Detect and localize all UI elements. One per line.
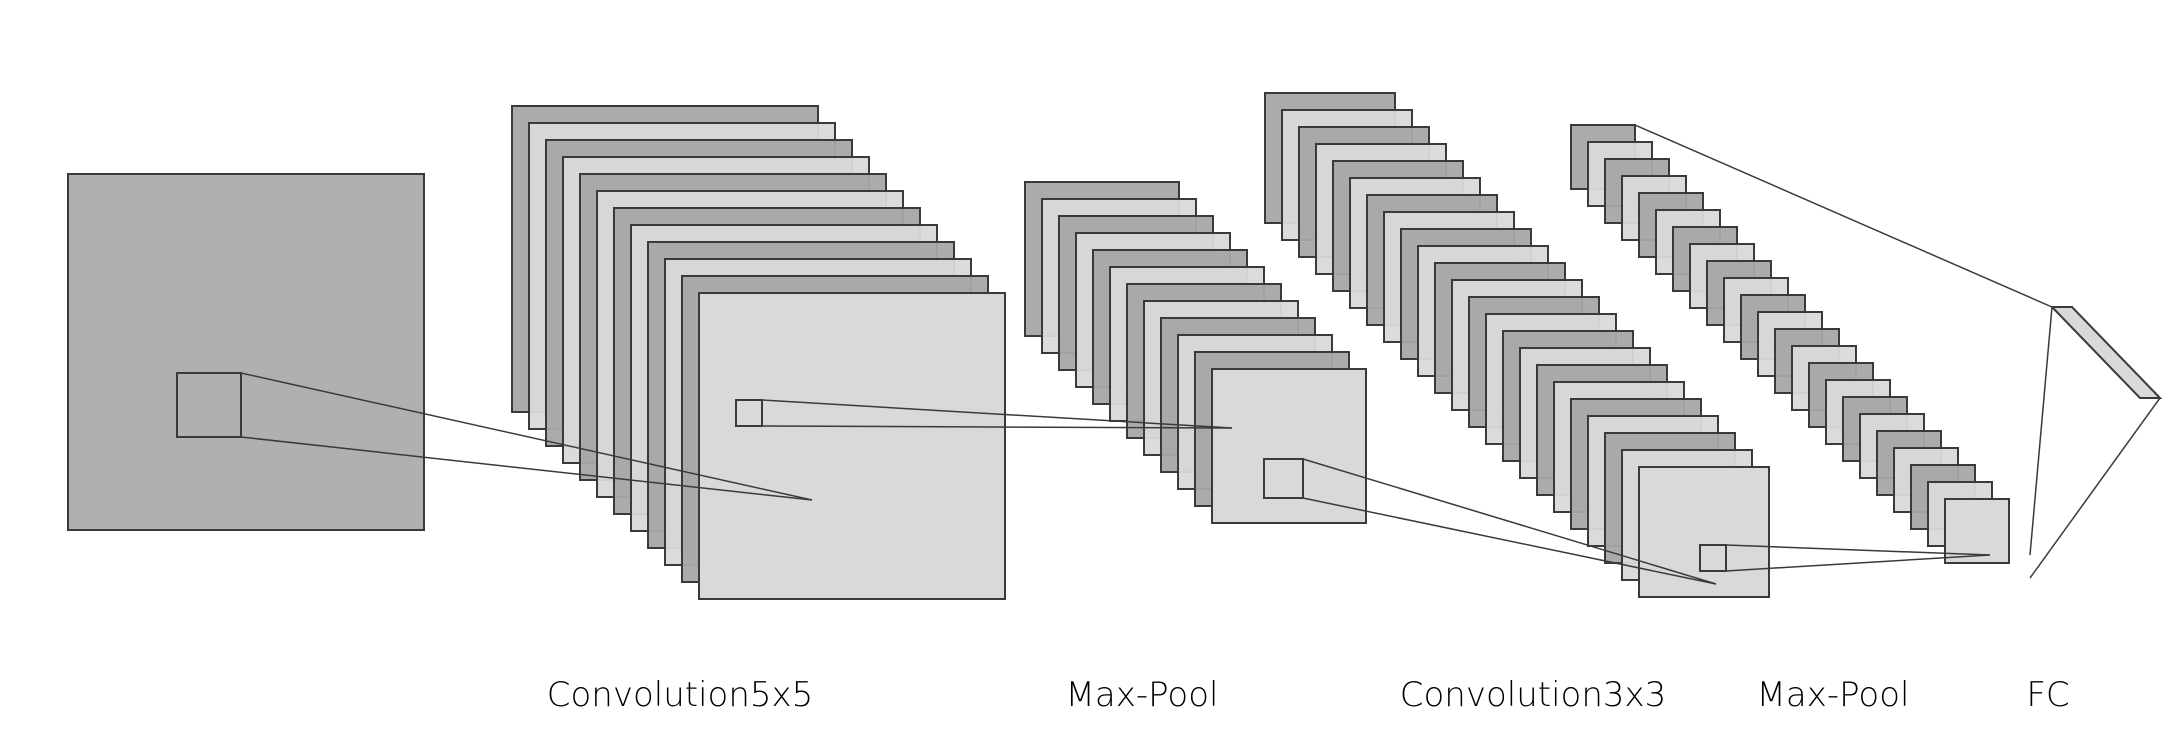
label-convolution5x5: Convolution5x5 (547, 675, 814, 715)
label-fc: FC (2026, 675, 2069, 715)
label-max-pool-2: Max-Pool (1757, 675, 1910, 715)
connector-line (761, 425, 1233, 429)
conv3x3-feature-maps (1264, 92, 1770, 598)
connector-line (1725, 554, 1991, 572)
label-max-pool-1: Max-Pool (1066, 675, 1219, 715)
fc-connector-line (2029, 397, 2161, 579)
feature-map (1944, 498, 2010, 564)
feature-map (1638, 466, 1770, 598)
maxpool2-feature-maps (1570, 124, 2010, 564)
input-image (67, 173, 425, 531)
connector-line (1302, 458, 1717, 585)
conv5x5-feature-maps (511, 105, 1006, 600)
connector-line (240, 372, 813, 501)
pool1-receptive-field (1263, 458, 1304, 499)
connector-line (240, 436, 813, 501)
connector-line (1634, 124, 2053, 308)
input-receptive-field (176, 372, 242, 438)
conv2-receptive-field (1699, 544, 1727, 572)
connector-line (1725, 544, 1991, 556)
conv1-receptive-field (735, 399, 763, 427)
input-image-layer (67, 173, 425, 531)
fc-vector (2049, 306, 2163, 399)
connector-line (1302, 497, 1717, 585)
receptive-field-connectors (240, 124, 2053, 585)
feature-map (698, 292, 1006, 600)
connector-line (2029, 306, 2053, 556)
maxpool1-feature-maps (1024, 181, 1367, 524)
connector-line (761, 399, 1233, 429)
label-convolution3x3: Convolution3x3 (1400, 675, 1667, 715)
fully-connected-layer (2029, 306, 2163, 579)
feature-map (1211, 368, 1367, 524)
